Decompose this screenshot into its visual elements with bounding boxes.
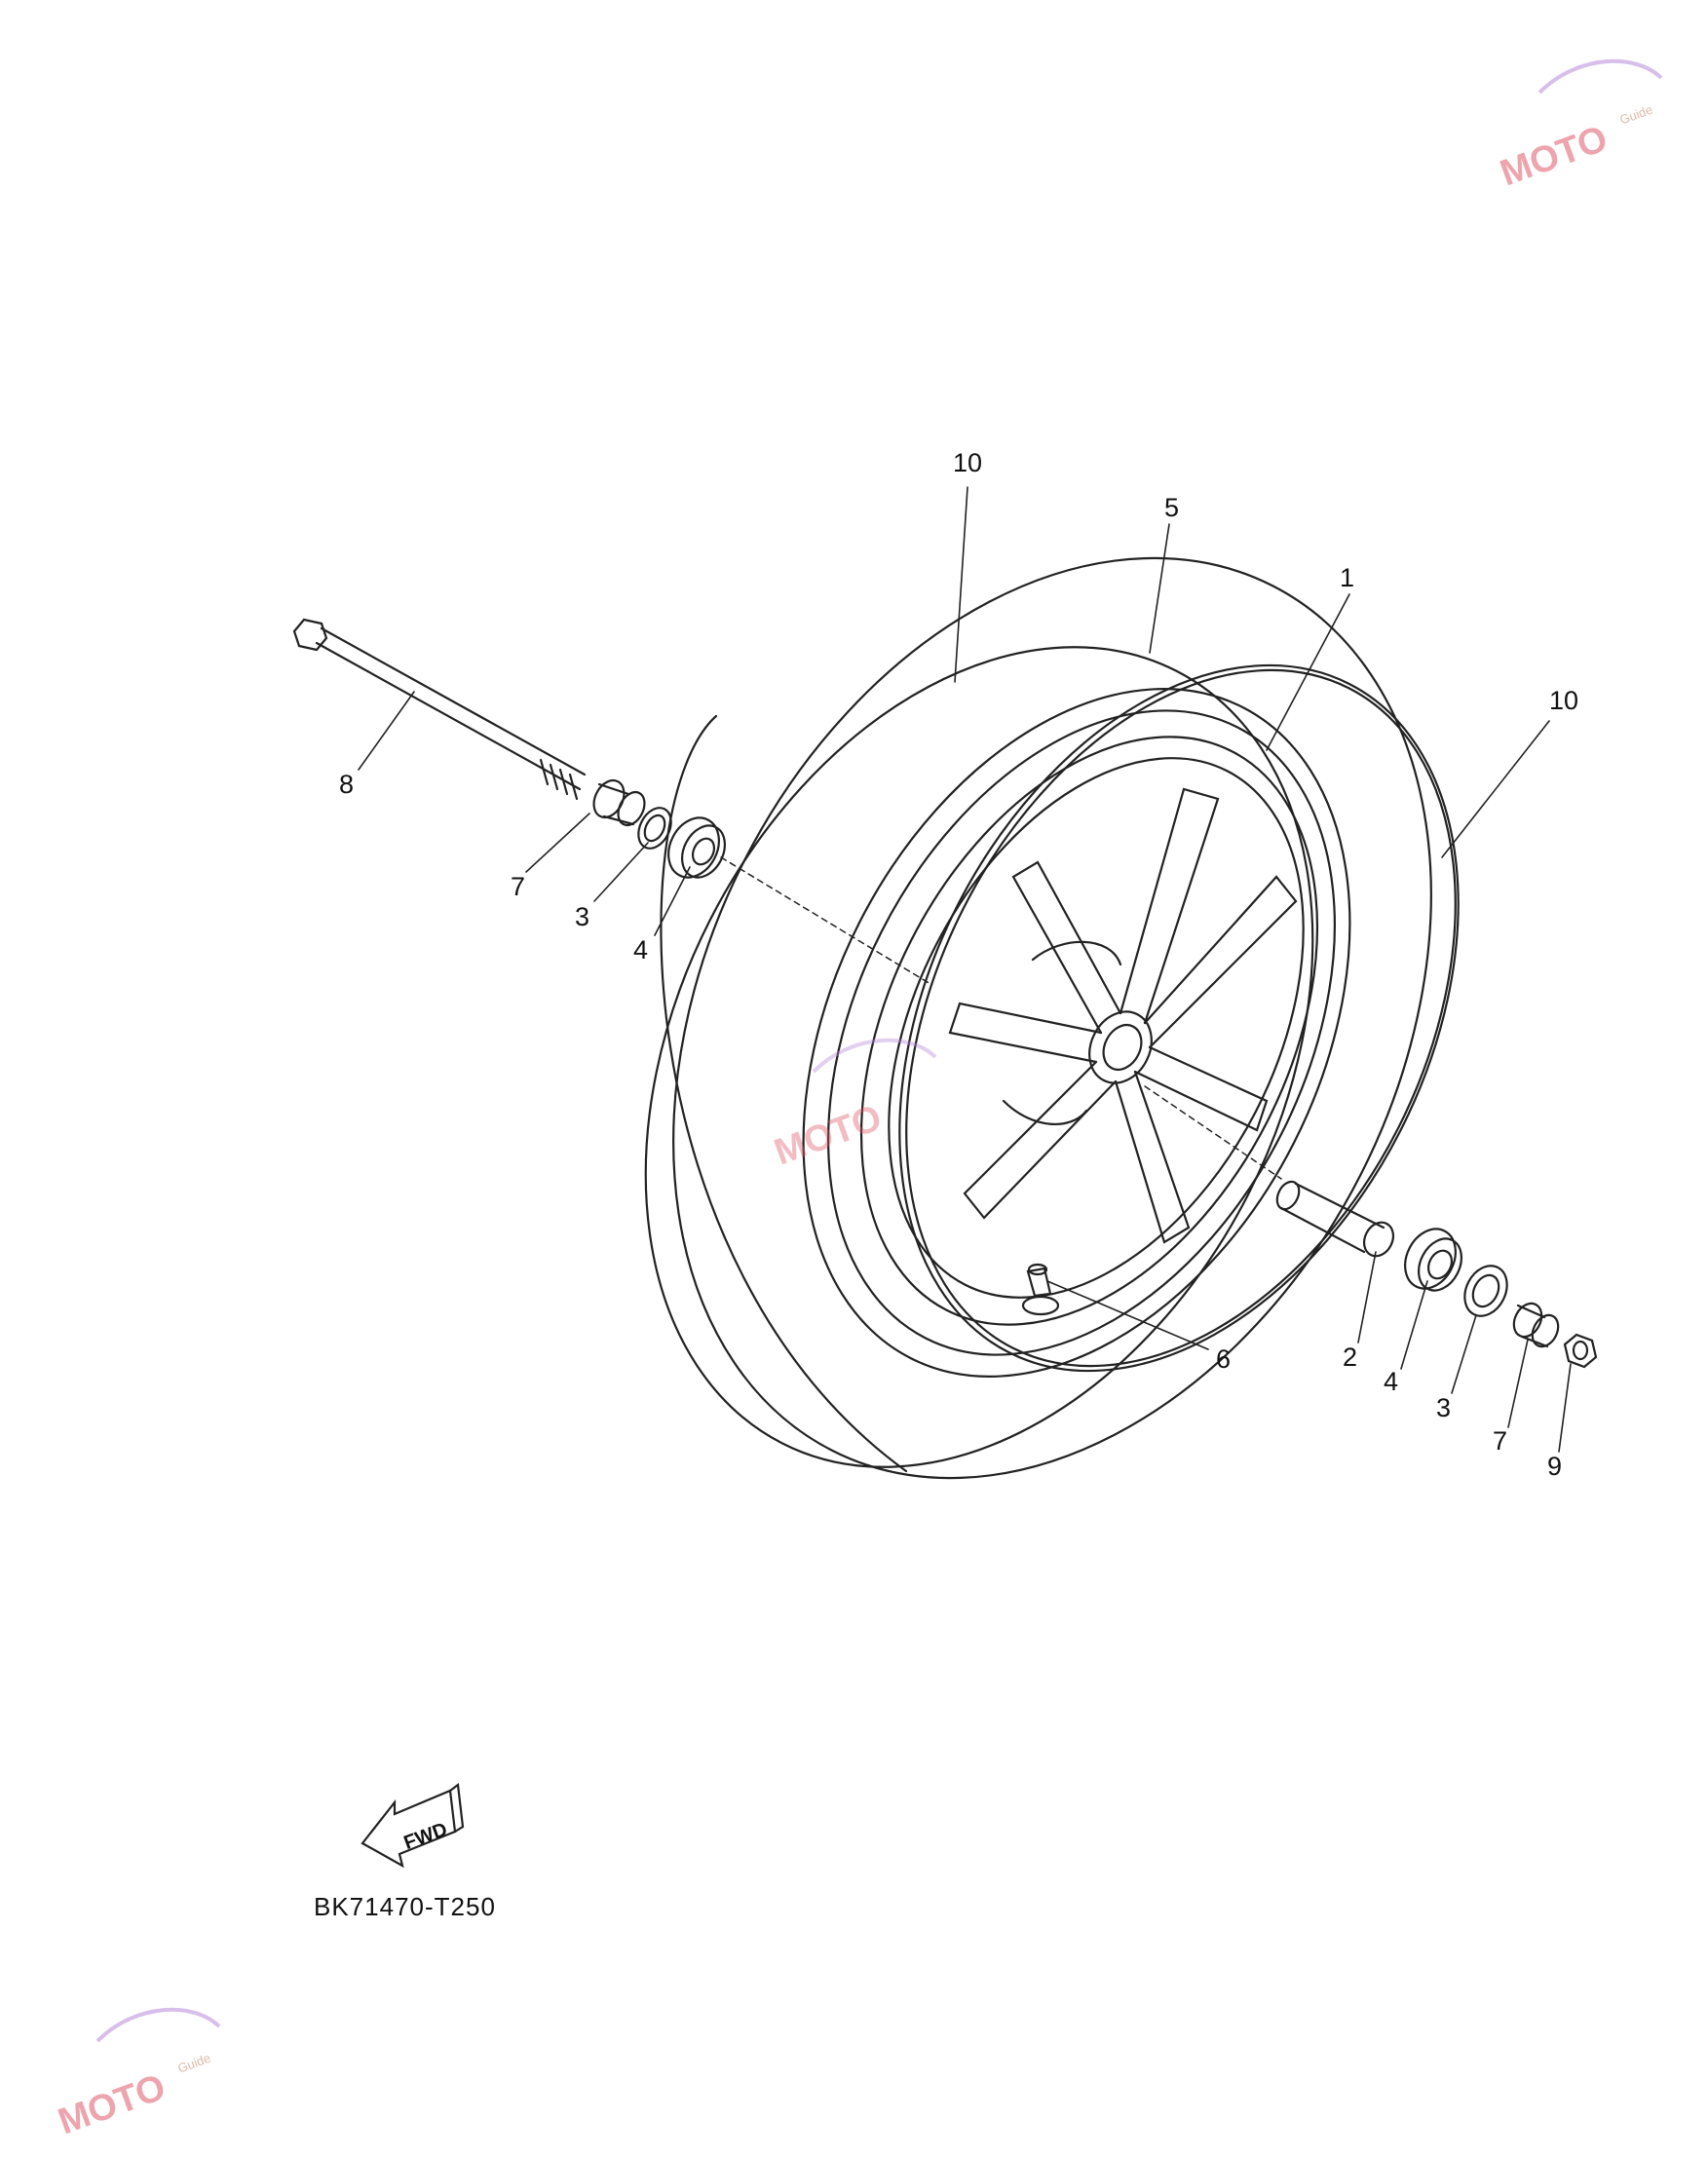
callout-3-left: 3 (575, 902, 590, 931)
leader-lines (358, 486, 1572, 1453)
o-ring-part-10 (898, 663, 1460, 1373)
callout-2: 2 (1343, 1343, 1358, 1372)
diagram-code: BK71470-T250 (314, 1892, 496, 1921)
callout-1: 1 (1340, 563, 1355, 592)
valve-part-6 (1021, 1263, 1060, 1316)
callout-6: 6 (1216, 1344, 1232, 1374)
right-seal-part-3 (1463, 1265, 1508, 1317)
rim-part-1 (802, 688, 1351, 1378)
spacer-part-2 (1275, 1180, 1395, 1258)
callout-10-right: 10 (1549, 686, 1579, 715)
callout-4-left: 4 (633, 935, 649, 965)
svg-text:MOTO: MOTO (1495, 118, 1613, 194)
callout-5: 5 (1164, 493, 1180, 522)
axle-center-line (720, 856, 1282, 1180)
wheel-hub (1088, 1010, 1153, 1084)
left-bearing-part-4 (667, 816, 726, 879)
svg-text:MOTO: MOTO (53, 2066, 171, 2142)
watermark-logo-center: MOTO (769, 1038, 937, 1173)
watermark-logo-top: MOTO Guide (1495, 58, 1663, 194)
watermark-logo-bottom: MOTO Guide (53, 2007, 221, 2142)
left-collar-part-7 (592, 778, 646, 827)
svg-text:Guide: Guide (175, 2051, 212, 2076)
callout-7-right: 7 (1493, 1426, 1508, 1456)
callout-4-right: 4 (1384, 1367, 1399, 1396)
axle-part-8 (292, 618, 587, 801)
tire-part-5 (644, 556, 1432, 1480)
callout-10-top: 10 (953, 448, 983, 477)
callout-8: 8 (339, 770, 355, 799)
nut-part-9 (1563, 1333, 1598, 1369)
left-seal-part-3 (637, 807, 672, 850)
right-bearing-part-4 (1404, 1228, 1462, 1292)
callout-9: 9 (1547, 1452, 1563, 1481)
callout-7-left: 7 (511, 872, 526, 901)
right-collar-part-7 (1512, 1302, 1560, 1348)
callout-3-right: 3 (1436, 1393, 1452, 1422)
svg-text:Guide: Guide (1617, 102, 1654, 128)
wheel-spokes (948, 787, 1298, 1244)
fwd-arrow-icon (361, 1782, 465, 1869)
